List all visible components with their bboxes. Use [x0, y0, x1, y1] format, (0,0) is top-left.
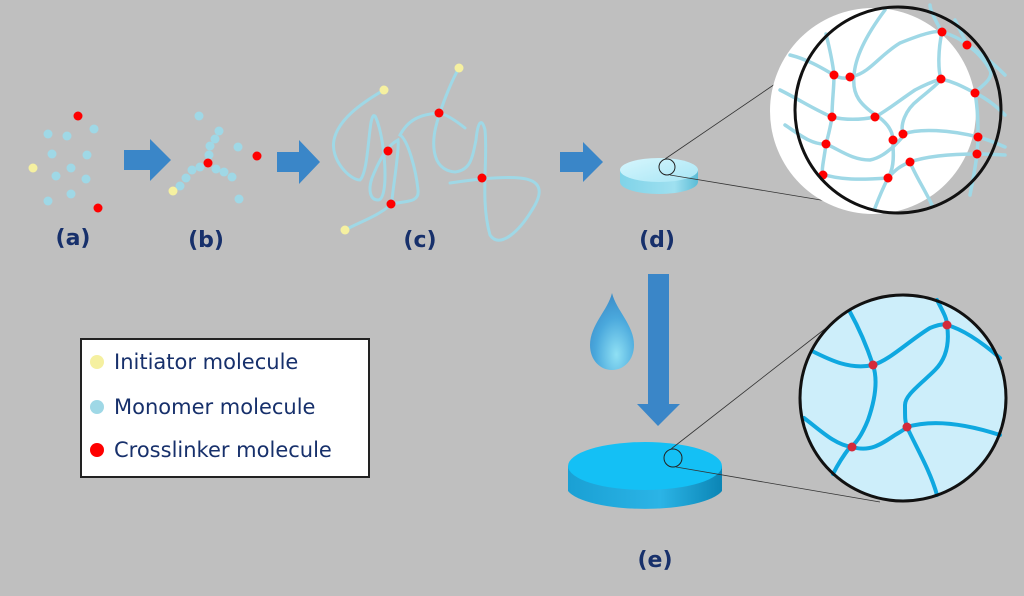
crosslinker-dot: [203, 158, 213, 168]
initiator-dot: [340, 225, 350, 235]
arrow-down-icon: [637, 274, 680, 426]
legend-item-crosslinker: Crosslinker molecule: [90, 438, 332, 462]
zoom-guide-line: [670, 324, 831, 450]
legend: Initiator molecule Monomer molecule Cros…: [80, 338, 370, 478]
monomer-dot: [211, 164, 221, 174]
monomer-dot: [214, 126, 224, 136]
monomer-dot: [89, 124, 99, 134]
polymer-chain: [802, 416, 1002, 451]
crosslinker-dot: [434, 108, 444, 118]
monomer-dot: [66, 163, 76, 173]
initiator-dot: [28, 163, 38, 173]
polymer-chain: [432, 66, 541, 242]
monomer-dot: [205, 141, 215, 151]
initiator-dot-icon: [90, 355, 104, 369]
step-a-molecules: [28, 111, 103, 213]
dry-hydrogel-disc: [620, 158, 698, 194]
step-c-nodes: [340, 63, 487, 235]
monomer-dot: [66, 189, 76, 199]
initiator-dot: [454, 63, 464, 73]
monomer-dot: [227, 172, 237, 182]
crosslinker-dot: [383, 146, 393, 156]
polymer-chain: [810, 322, 1002, 369]
step-c-chains: [332, 66, 541, 242]
monomer-dot: [195, 162, 205, 172]
monomer-dot: [187, 165, 197, 175]
swollen-hydrogel-disc: [568, 442, 722, 509]
zoom-guide-line: [675, 466, 881, 503]
arrow-right-icon: [277, 140, 320, 184]
polymer-chain: [783, 123, 906, 162]
monomer-dot: [219, 167, 229, 177]
monomer-dot: [234, 194, 244, 204]
crosslinker-dot: [252, 151, 262, 161]
monomer-dot: [51, 171, 61, 181]
monomer-dot: [181, 173, 191, 183]
step-label-e: (e): [637, 548, 673, 573]
arrow-right-icon: [560, 142, 603, 182]
legend-item-initiator: Initiator molecule: [90, 350, 298, 374]
crosslinker-dot: [386, 199, 396, 209]
step-label-d: (d): [639, 228, 675, 253]
monomer-dot: [81, 174, 91, 184]
zoom-circle-border: [798, 293, 1008, 503]
initiator-dot: [168, 186, 178, 196]
monomer-dot: [47, 149, 57, 159]
crosslinker-nodes: [847, 320, 952, 452]
crosslinker-dot: [93, 203, 103, 213]
legend-label: Crosslinker molecule: [114, 438, 332, 462]
monomer-dot: [194, 111, 204, 121]
crosslinker-nodes: [818, 27, 983, 183]
dry-network-zoom: [770, 3, 1007, 215]
monomer-dot: [43, 196, 53, 206]
swollen-network-zoom: [798, 293, 1008, 503]
monomer-dot: [233, 142, 243, 152]
initiator-dot: [379, 85, 389, 95]
monomer-dot: [62, 131, 72, 141]
magnifier-circle-icon: [658, 158, 676, 176]
crosslinker-dot: [73, 111, 83, 121]
legend-label: Monomer molecule: [114, 395, 316, 419]
arrow-right-icon: [124, 139, 171, 181]
polymer-chain: [332, 88, 400, 207]
step-label-c: (c): [403, 228, 437, 253]
crosslinker-dot-icon: [90, 443, 104, 457]
monomer-dot: [43, 129, 53, 139]
zoom-circle-border: [793, 5, 1003, 215]
legend-label: Initiator molecule: [114, 350, 299, 374]
step-b-molecules: [168, 111, 262, 204]
legend-item-monomer: Monomer molecule: [90, 395, 315, 419]
water-drop-icon: [590, 293, 634, 370]
monomer-dot: [204, 150, 214, 160]
monomer-dot: [82, 150, 92, 160]
magnifier-circle-icon: [663, 448, 683, 468]
monomer-dot: [175, 181, 185, 191]
monomer-dot-icon: [90, 400, 104, 414]
polymer-chain: [831, 310, 878, 476]
crosslinker-dot: [477, 173, 487, 183]
monomer-dot: [210, 134, 220, 144]
step-label-b: (b): [188, 228, 224, 253]
step-label-a: (a): [55, 226, 91, 251]
